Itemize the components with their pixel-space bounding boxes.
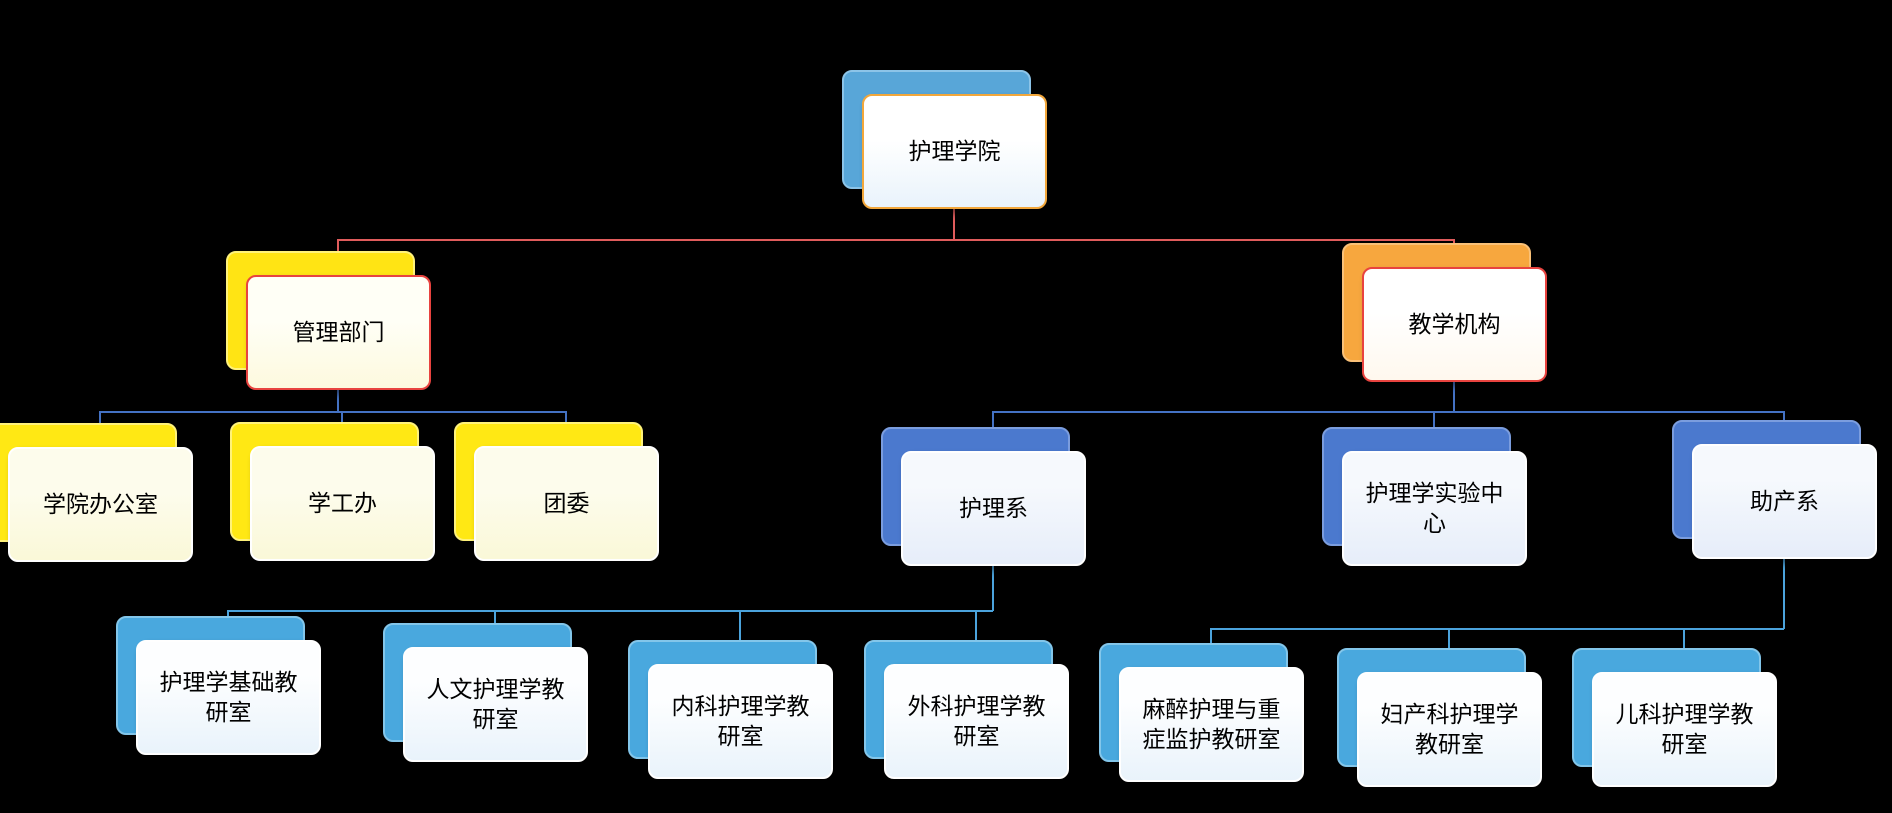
node-label: 儿科护理学教研室 <box>1615 700 1754 757</box>
card-face: 儿科护理学教研室 <box>1592 672 1777 787</box>
card-face: 护理学院 <box>862 94 1047 209</box>
node-label: 妇产科护理学教研室 <box>1380 700 1519 757</box>
connector-nursing-rail <box>227 610 993 618</box>
org-node-management-departments: 管理部门 <box>226 251 433 392</box>
card-face: 学院办公室 <box>8 447 193 562</box>
card-face: 外科护理学教研室 <box>884 664 1069 779</box>
org-node-student-affairs-office: 学工办 <box>230 422 437 563</box>
node-label: 麻醉护理与重症监护教研室 <box>1142 695 1281 752</box>
org-node-nursing-college: 护理学院 <box>842 70 1049 211</box>
card-face: 教学机构 <box>1362 267 1547 382</box>
org-node-teaching-institutions: 教学机构 <box>1342 243 1549 384</box>
node-label: 助产系 <box>1750 487 1819 514</box>
org-node-obstetrics-gynecology-nursing-office: 妇产科护理学教研室 <box>1337 648 1544 789</box>
org-node-nursing-experiment-center: 护理学实验中心 <box>1322 427 1529 568</box>
org-node-fundamental-nursing-office: 护理学基础教研室 <box>116 616 323 757</box>
org-node-internal-medicine-nursing-office: 内科护理学教研室 <box>628 640 835 781</box>
connector-root-rail <box>337 239 1455 253</box>
node-label: 护理学实验中心 <box>1365 479 1504 536</box>
node-label: 团委 <box>543 489 590 516</box>
node-label: 教学机构 <box>1408 310 1501 337</box>
card-face: 护理学实验中心 <box>1342 451 1527 566</box>
card-face: 人文护理学教研室 <box>403 647 588 762</box>
node-label: 外科护理学教研室 <box>907 692 1046 749</box>
org-node-college-office: 学院办公室 <box>0 423 195 564</box>
org-node-surgical-nursing-office: 外科护理学教研室 <box>864 640 1071 781</box>
node-label: 护理系 <box>959 494 1028 521</box>
card-face: 护理学基础教研室 <box>136 640 321 755</box>
org-node-midwifery-department: 助产系 <box>1672 420 1879 561</box>
org-node-humanistic-nursing-office: 人文护理学教研室 <box>383 623 590 764</box>
card-face: 团委 <box>474 446 659 561</box>
card-face: 护理系 <box>901 451 1086 566</box>
org-node-pediatric-nursing-office: 儿科护理学教研室 <box>1572 648 1779 789</box>
connector-midwifery-rail <box>1210 628 1784 645</box>
connector-teach-rail <box>992 411 1785 429</box>
node-label: 内科护理学教研室 <box>671 692 810 749</box>
node-label: 护理学基础教研室 <box>159 668 298 725</box>
card-face: 学工办 <box>250 446 435 561</box>
connector-mgmt-rail <box>99 411 567 425</box>
card-face: 管理部门 <box>246 275 431 390</box>
node-label: 护理学院 <box>908 137 1001 164</box>
node-label: 学院办公室 <box>43 490 158 517</box>
card-face: 助产系 <box>1692 444 1877 559</box>
org-node-nursing-department: 护理系 <box>881 427 1088 568</box>
card-face: 内科护理学教研室 <box>648 664 833 779</box>
org-node-youth-league-committee: 团委 <box>454 422 661 563</box>
node-label: 学工办 <box>308 489 377 516</box>
org-node-anesthesia-critical-care-office: 麻醉护理与重症监护教研室 <box>1099 643 1306 784</box>
card-face: 妇产科护理学教研室 <box>1357 672 1542 787</box>
card-face: 麻醉护理与重症监护教研室 <box>1119 667 1304 782</box>
node-label: 管理部门 <box>292 318 385 345</box>
node-label: 人文护理学教研室 <box>426 675 565 732</box>
